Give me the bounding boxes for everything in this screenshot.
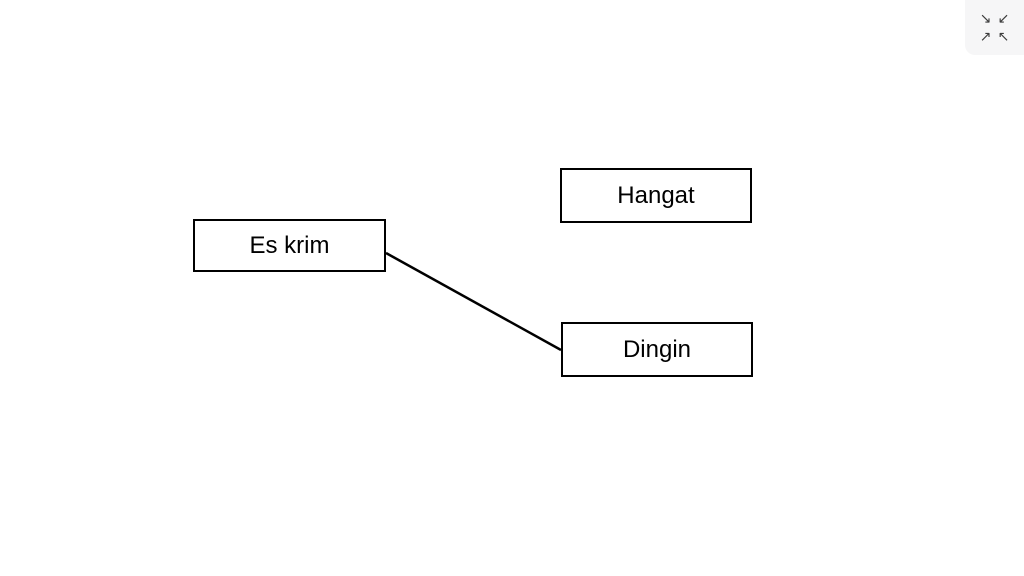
match-box-es-krim[interactable]: Es krim	[193, 219, 386, 272]
arrow-up-left-icon: ↖	[997, 28, 1010, 45]
match-box-hangat[interactable]: Hangat	[560, 168, 752, 223]
match-box-dingin[interactable]: Dingin	[561, 322, 753, 377]
match-box-label: Hangat	[617, 181, 695, 209]
match-box-label: Dingin	[622, 335, 692, 363]
match-box-label: Es krim	[249, 231, 330, 259]
arrow-down-left-icon: ↙	[997, 10, 1010, 27]
exit-fullscreen-button[interactable]: ↘ ↙ ↗ ↖	[965, 0, 1024, 55]
match-connection-line[interactable]	[385, 251, 562, 352]
arrow-up-right-icon: ↗	[979, 28, 992, 45]
exit-fullscreen-icon: ↘ ↙ ↗ ↖	[978, 11, 1012, 45]
arrow-down-right-icon: ↘	[979, 10, 992, 27]
